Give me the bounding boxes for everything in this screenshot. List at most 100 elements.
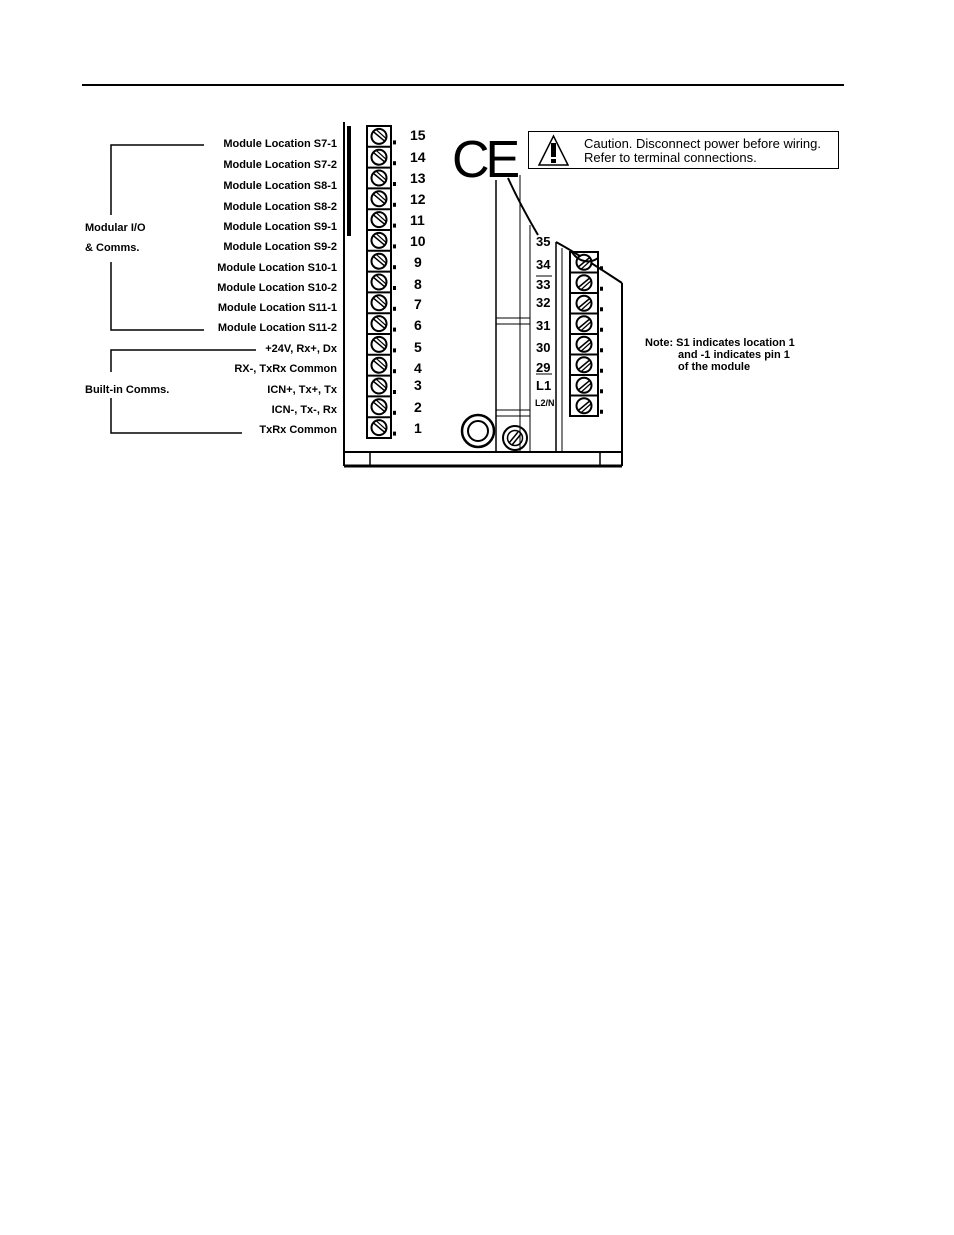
left-terminal-screw-icon[interactable]	[370, 190, 388, 208]
left-terminal-number-6: 6	[414, 317, 422, 333]
left-label-2: Module Location S8-1	[223, 180, 337, 192]
right-terminal-tick	[600, 286, 603, 291]
warning-triangle-icon	[537, 134, 570, 166]
header-rule	[82, 84, 844, 86]
left-label-3: Module Location S8-2	[223, 201, 337, 213]
right-terminal-numbers: 35 34 33 32 31 30 29 L1 L2/N	[535, 234, 555, 408]
left-terminal-screw-icon[interactable]	[370, 231, 388, 249]
right-terminal-screw-icon[interactable]	[575, 335, 593, 353]
left-terminal-number-4: 4	[414, 360, 422, 376]
right-terminal-tick	[600, 307, 603, 312]
right-terminal-tick	[600, 266, 603, 271]
right-terminal-number-33: 33	[536, 277, 550, 292]
group-modular-line2: & Comms.	[85, 242, 140, 254]
right-terminal-screw-icon[interactable]	[575, 376, 593, 394]
modular-bracket	[110, 144, 204, 331]
left-terminal-screw-icon[interactable]	[370, 127, 388, 145]
right-terminal-number-30: 30	[536, 340, 550, 355]
left-label-12: ICN+, Tx+, Tx	[267, 384, 337, 396]
right-terminal-screw-icon[interactable]	[575, 294, 593, 312]
right-terminal-tick	[600, 327, 603, 332]
left-terminal-tick	[393, 327, 396, 332]
right-terminal-screw-icon[interactable]	[575, 356, 593, 374]
left-terminal-tick	[393, 182, 396, 186]
left-terminal-tick	[393, 286, 396, 290]
left-terminal-strip	[366, 125, 396, 439]
caution-box: Caution. Disconnect power before wiring.…	[528, 131, 839, 169]
right-terminal-strip	[569, 251, 603, 417]
left-label-13: ICN-, Tx-, Rx	[271, 404, 337, 416]
ce-mark: CE	[452, 131, 519, 189]
right-terminal-number-l2n: L2/N	[535, 398, 555, 408]
right-terminal-screw-icon[interactable]	[575, 315, 593, 333]
left-terminal-screw-icon[interactable]	[370, 211, 388, 229]
left-label-6: Module Location S10-1	[217, 262, 337, 274]
right-terminal-tick	[600, 368, 603, 373]
left-label-14: TxRx Common	[259, 424, 337, 436]
left-terminal-number-9: 9	[414, 254, 422, 270]
left-terminal-screw-icon[interactable]	[370, 335, 388, 353]
left-terminal-tick	[393, 202, 396, 207]
left-terminal-screw-icon[interactable]	[370, 273, 388, 291]
left-terminal-screw-icon[interactable]	[370, 252, 388, 270]
left-terminal-tick	[393, 390, 396, 394]
left-terminal-number-7: 7	[414, 296, 422, 312]
left-terminal-number-10: 10	[410, 233, 426, 249]
caution-text: Caution. Disconnect power before wiring.…	[584, 137, 821, 165]
left-terminal-number-11: 11	[410, 212, 425, 228]
left-terminal-number-15: 15	[410, 127, 426, 143]
note-line2: and -1 indicates pin 1	[678, 349, 790, 361]
left-terminal-number-5: 5	[414, 339, 422, 355]
right-terminal-number-31: 31	[536, 318, 550, 333]
left-terminal-tick	[393, 244, 396, 249]
right-terminal-number-35: 35	[536, 234, 550, 249]
left-terminal-number-1: 1	[414, 420, 422, 436]
left-terminal-screw-icon[interactable]	[370, 356, 388, 374]
caution-line1: Caution. Disconnect power before wiring.	[584, 136, 822, 151]
left-terminal-number-2: 2	[414, 399, 422, 415]
left-terminal-screw-icon[interactable]	[370, 169, 388, 187]
left-terminal-screw-icon[interactable]	[370, 377, 388, 395]
right-terminal-tick	[600, 389, 603, 394]
right-terminal-tick	[600, 409, 603, 414]
right-terminal-partial	[571, 251, 599, 263]
right-terminal-number-34: 34	[536, 257, 551, 272]
left-terminal-numbers: 15 14 13 12 11 10 9 8 7 6 5 4 3 2 1	[410, 127, 426, 436]
right-terminal-number-l1: L1	[536, 378, 551, 393]
left-terminal-frame	[366, 125, 392, 439]
left-terminal-tick	[393, 369, 396, 374]
left-terminal-screw-icon[interactable]	[370, 315, 388, 333]
left-terminal-tick	[393, 161, 396, 166]
right-terminal-screw-icon[interactable]	[575, 397, 593, 415]
left-terminal-tick	[393, 348, 396, 353]
left-terminal-tick	[393, 431, 396, 436]
left-terminal-tick	[393, 223, 396, 228]
left-terminal-number-13: 13	[410, 170, 426, 186]
left-terminal-screw-icon[interactable]	[370, 419, 388, 437]
left-terminal-number-3: 3	[414, 377, 422, 393]
left-terminal-screw-icon[interactable]	[370, 148, 388, 166]
left-terminal-number-14: 14	[410, 149, 426, 165]
left-label-9: Module Location S11-2	[217, 322, 337, 334]
left-terminal-screw-icon[interactable]	[370, 398, 388, 416]
left-terminal-tick	[393, 265, 396, 270]
left-label-0: Module Location S7-1	[223, 138, 337, 150]
left-terminal-tick	[393, 410, 396, 415]
group-builtin: Built-in Comms.	[85, 384, 170, 396]
right-terminal-screw-icon[interactable]	[575, 253, 593, 271]
note-line3: of the module	[678, 361, 751, 373]
builtin-bracket	[110, 349, 256, 434]
left-label-7: Module Location S10-2	[217, 282, 337, 294]
note-line1: Note: S1 indicates location 1	[645, 337, 795, 349]
left-label-11: RX-, TxRx Common	[234, 363, 337, 375]
right-terminal-tick	[600, 348, 603, 353]
left-terminal-number-8: 8	[414, 276, 422, 292]
left-terminal-screw-icon[interactable]	[370, 294, 388, 312]
left-label-10: +24V, Rx+, Dx	[265, 343, 337, 355]
left-terminal-tick	[393, 306, 396, 311]
left-terminal-tick	[393, 140, 396, 145]
right-terminal-screw-icon[interactable]	[575, 274, 593, 292]
left-label-5: Module Location S9-2	[223, 241, 337, 253]
left-label-8: Module Location S11-1	[217, 302, 337, 314]
